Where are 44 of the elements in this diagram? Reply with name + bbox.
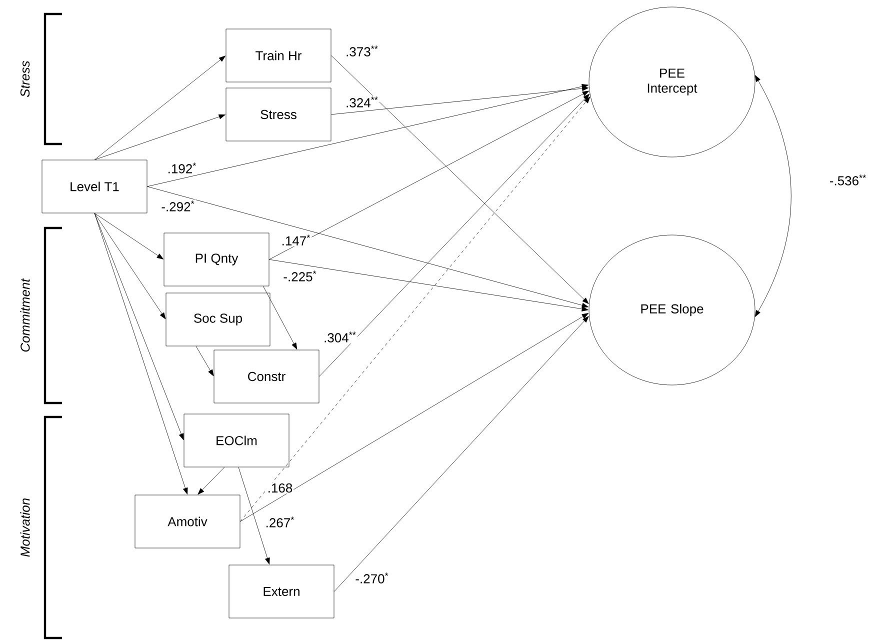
arrow [240,96,590,522]
edge-label: .192$^{*}$ [166,162,198,174]
arrow [319,94,590,377]
arrow [147,84,588,187]
variable-box: EOClm [184,414,290,468]
arrow [94,213,164,260]
variable-box: PI Qnty [164,232,270,286]
edge-label: .168 [266,482,294,494]
arrow [240,313,589,522]
variable-box: Constr [214,350,320,404]
group-label: Stress [20,60,30,98]
arrow [331,86,589,115]
arrow [238,467,270,564]
variable-box: Stress [226,88,332,142]
variable-box: Extern [228,564,334,618]
arrow [147,186,588,308]
edge-label: -.270$^{*}$ [354,572,390,584]
arrow [334,316,589,592]
variable-box: Amotiv [134,494,240,548]
arrow [196,346,214,376]
edge-label: .147$^{*}$ [280,234,312,246]
arrow [94,213,166,320]
edge-label: .267$^{*}$ [264,516,296,528]
arrow [263,286,298,350]
edge-label: .324$^{**}$ [344,96,380,108]
arrow [94,213,188,494]
arrow [94,213,184,440]
arrow [269,259,588,312]
arrow [269,90,590,260]
edge-label: -.292$^{*}$ [160,200,196,212]
arrow [331,55,589,304]
edge-label: .304$^{**}$ [322,330,358,344]
variable-box: Level T1 [42,160,148,214]
arrow [754,75,792,317]
arrow [94,56,226,160]
group-label: Commitment [20,278,30,352]
variable-box: Soc Sup [166,292,270,346]
edge-label: -.225$^{*}$ [282,270,318,282]
arrow [198,467,225,495]
group-label: Motivation [20,498,30,557]
edge-label: -.536$^{**}$ [828,174,868,186]
variable-box: Train Hr [226,28,332,82]
arrow [94,114,226,160]
edge-label: .373$^{**}$ [344,44,380,58]
